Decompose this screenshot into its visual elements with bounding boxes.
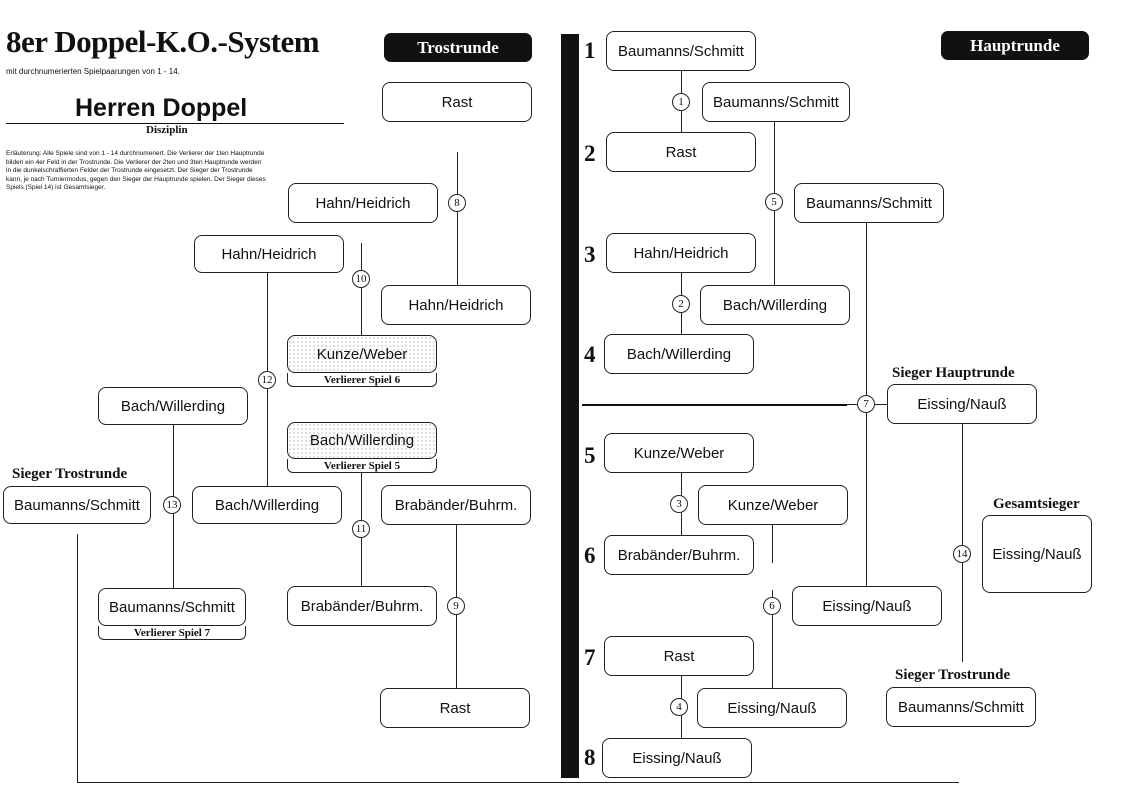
game-number: 8 [448,194,466,212]
seed-number: 5 [584,443,596,468]
label-gesamtsieger: Gesamtsieger [993,496,1080,512]
bracket-slot: Brabänder/Buhrm. [604,535,754,575]
bracket-slot: Eissing/Nauß [697,688,847,728]
bracket-slot: Baumanns/Schmitt [794,183,944,223]
game-number: 9 [447,597,465,615]
game-number: 1 [672,93,690,111]
bracket-slot: Kunze/Weber [604,433,754,473]
bracket-slot: Eissing/Nauß [792,586,942,626]
bracket-slot: Kunze/Weber [698,485,848,525]
page-subtitle: mit durchnumerierten Spielpaarungen von … [6,67,180,76]
bracket-slot: Brabänder/Buhrm. [381,485,531,525]
connector [772,590,773,688]
game-number: 5 [765,193,783,211]
game-number: 4 [670,698,688,716]
loser-label: Verlierer Spiel 7 [98,626,246,640]
seed-number: 2 [584,141,596,166]
bracket-slot: Hahn/Heidrich [194,235,344,273]
seed-number: 8 [584,745,596,770]
bracket-slot: Baumanns/Schmitt [702,82,850,122]
bracket-slot: Hahn/Heidrich [381,285,531,325]
game-number: 10 [352,270,370,288]
game-number: 2 [672,295,690,313]
bracket-slot: Hahn/Heidrich [288,183,438,223]
bracket-slot: Bach/Willerding [98,387,248,425]
seed-number: 3 [584,242,596,267]
game-number: 6 [763,597,781,615]
label-sieger-hauptrunde: Sieger Hauptrunde [892,365,1015,381]
connector [772,523,773,563]
loser-label: Verlierer Spiel 6 [287,373,437,387]
hauptrunde-winner: Eissing/Nauß [887,384,1037,424]
champion-slot: Eissing/Nauß [982,515,1092,593]
game-number: 14 [953,545,971,563]
loser-slot: Kunze/Weber [287,335,437,373]
trostrunde-winner: Baumanns/Schmitt [3,486,151,524]
discipline: Herren Doppel [75,94,248,122]
bottom-line [77,782,959,783]
game-number: 7 [857,395,875,413]
game-number: 11 [352,520,370,538]
trostrunde-finalist: Baumanns/Schmitt [886,687,1036,727]
game-number: 12 [258,371,276,389]
discipline-label: Disziplin [146,124,188,136]
connector [962,424,963,662]
bracket-slot: Bach/Willerding [700,285,850,325]
explanation-text: Erläuterung: Alle Spiele sind von 1 - 14… [6,150,266,191]
bracket-slot: Rast [606,132,756,172]
bracket-slot: Rast [380,688,530,728]
bracket-slot: Rast [604,636,754,676]
label-sieger-trostrunde: Sieger Trostrunde [895,667,1011,683]
seed-number: 6 [584,543,596,568]
central-divider [561,34,579,778]
bracket-slot: Brabänder/Buhrm. [287,586,437,626]
bracket-slot: Baumanns/Schmitt [606,31,756,71]
page-title: 8er Doppel-K.O.-System [6,24,320,59]
connector [361,243,362,335]
game-number: 13 [163,496,181,514]
discipline-underline [6,123,344,124]
bracket-slot: Bach/Willerding [604,334,754,374]
game-number: 3 [670,495,688,513]
loser-label: Verlierer Spiel 5 [287,459,437,473]
seed-number: 7 [584,645,596,670]
bracket-slot: Eissing/Nauß [602,738,752,778]
label-sieger-trostrunde-left: Sieger Trostrunde [12,466,128,482]
bracket-slot: Rast [382,82,532,122]
section-hauptrunde: Hauptrunde [941,31,1089,60]
connector [77,534,78,782]
half-divider [582,404,847,406]
bracket-slot: Hahn/Heidrich [606,233,756,273]
seed-number: 1 [584,38,596,63]
seed-number: 4 [584,342,596,367]
loser-slot: Bach/Willerding [287,422,437,459]
section-trostrunde: Trostrunde [384,33,532,62]
bracket-slot: Bach/Willerding [192,486,342,524]
connector [457,152,458,286]
loser-slot: Baumanns/Schmitt [98,588,246,626]
